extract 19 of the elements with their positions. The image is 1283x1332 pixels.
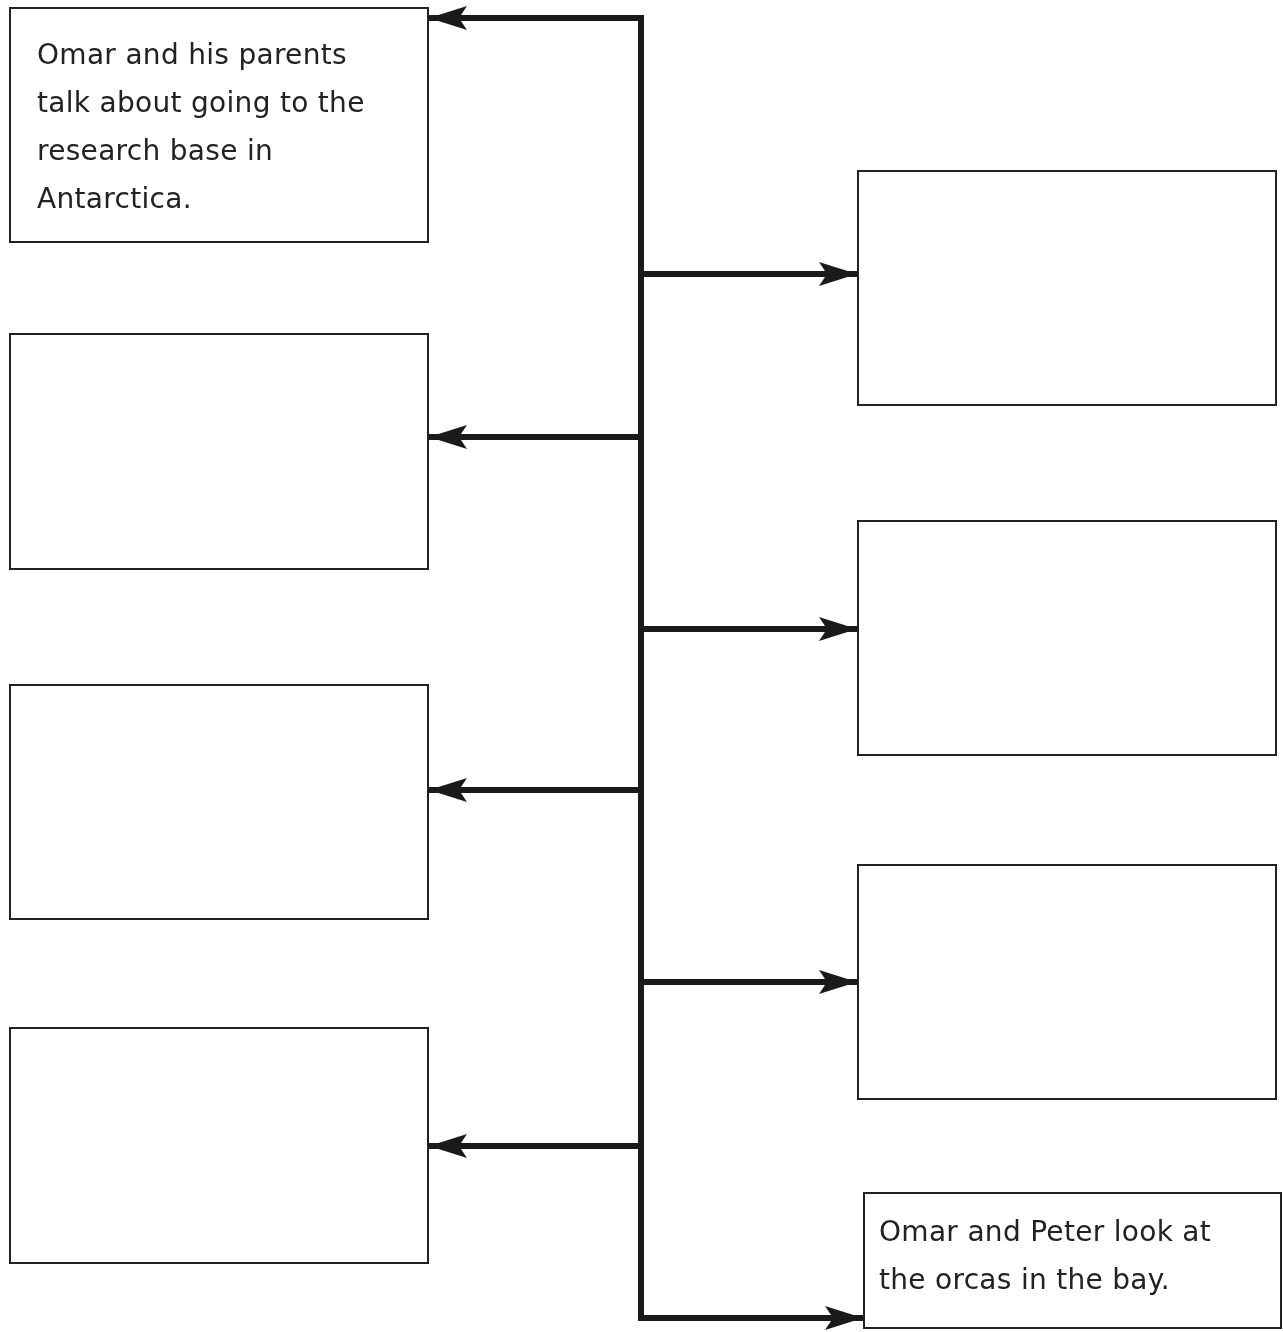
empty-box — [857, 864, 1277, 1100]
empty-box — [9, 333, 429, 570]
arrow — [641, 970, 857, 994]
arrow — [641, 617, 857, 641]
empty-box — [857, 170, 1277, 406]
arrow — [429, 425, 641, 449]
arrow — [429, 778, 641, 802]
arrow — [429, 1134, 641, 1158]
event-box — [9, 7, 429, 243]
arrow — [641, 262, 857, 286]
event-text: Omar and his parents talk about going to the research base in Antarctica. — [37, 37, 366, 217]
empty-box — [857, 520, 1277, 756]
arrow — [641, 1306, 863, 1330]
empty-box — [9, 1027, 429, 1264]
timeline-line — [638, 15, 644, 1321]
event-box — [863, 1192, 1282, 1329]
arrow — [429, 6, 641, 30]
empty-box — [9, 684, 429, 920]
event-text: Omar and Peter look at the orcas in the bay. — [879, 1214, 1213, 1298]
